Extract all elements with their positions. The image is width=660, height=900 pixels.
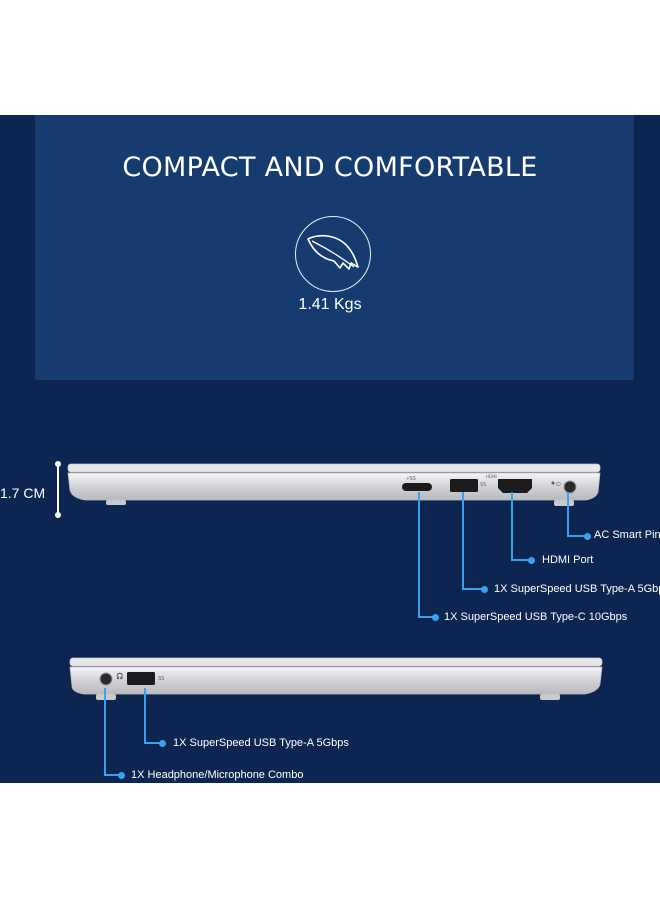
hdmi-port [498, 479, 532, 493]
svg-text:SS: SS [480, 482, 486, 488]
weight-value: 1.41 Kgs [298, 296, 362, 313]
laptop-left-side-view: 🎧 SS [69, 657, 603, 700]
callout-usb-a-right: 1X SuperSpeed USB Type-A 5Gbps [494, 583, 660, 595]
svg-text:🎧: 🎧 [116, 672, 123, 680]
callout-dot-hdmi [528, 557, 535, 564]
usb-a-port-left [127, 672, 155, 685]
callout-line-ac-h [567, 535, 585, 537]
svg-text:⚡SS: ⚡SS [406, 476, 416, 482]
feather-icon [307, 234, 359, 270]
callout-line-usba-left-h [144, 742, 160, 744]
page-title: COMPACT AND COMFORTABLE [122, 152, 538, 183]
thickness-bottom-dot [55, 512, 61, 518]
usb-c-port [402, 483, 432, 491]
callout-line-hdmi-h [511, 559, 529, 561]
callout-hdmi-port: HDMI Port [542, 554, 594, 566]
callout-line-usbc [418, 492, 420, 618]
headphone-jack-port [99, 672, 113, 686]
callout-line-usbc-h [418, 616, 434, 618]
callout-line-headphone-h [104, 774, 120, 776]
thickness-label: 1.7 CM [0, 485, 46, 501]
callout-line-usba-left [144, 688, 146, 744]
callout-dot-headphone [118, 772, 125, 779]
callout-line-usba [462, 492, 464, 590]
callout-usb-c: 1X SuperSpeed USB Type-C 10Gbps [444, 611, 628, 623]
callout-usb-a-left: 1X SuperSpeed USB Type-A 5Gbps [173, 737, 349, 749]
callout-dot-usba-left [159, 740, 166, 747]
callout-dot-usbc [432, 614, 439, 621]
callout-ac-smart-pin: AC Smart Pin [594, 529, 660, 541]
svg-text:HDMI: HDMI [486, 474, 497, 479]
usb-a-port [450, 479, 478, 492]
callout-line-hdmi [511, 492, 513, 561]
svg-text:⏻: ⏻ [556, 481, 561, 488]
callout-line-ac [567, 492, 569, 536]
callout-headphone-combo: 1X Headphone/Microphone Combo [131, 769, 304, 781]
callout-dot-ac [584, 533, 591, 540]
callout-line-headphone [104, 688, 106, 776]
callout-dot-usba [481, 586, 488, 593]
svg-text:SS: SS [158, 676, 164, 682]
weight-badge [295, 216, 371, 292]
callout-line-usba-h [462, 588, 484, 590]
thickness-indicator [57, 464, 59, 516]
ac-smart-pin-port [563, 480, 577, 494]
laptop-right-side-view: ⚡SS SS HDMI ⏻ [67, 463, 601, 506]
